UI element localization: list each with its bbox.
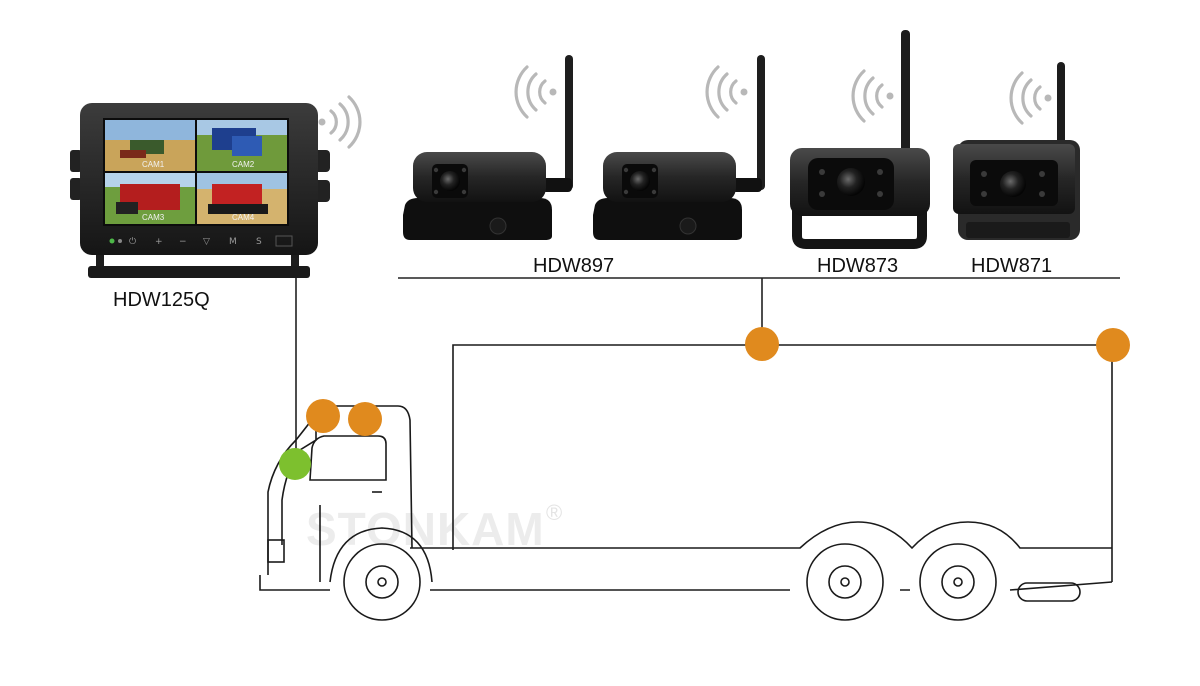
camera-hdw897-b (593, 55, 765, 240)
power-led (109, 238, 115, 244)
hdw873-model-label: HDW873 (817, 255, 898, 277)
camera-base (593, 198, 742, 240)
screen-quadrant-cam1: CAM1 (105, 120, 195, 171)
antenna-base (732, 178, 762, 192)
antenna-base (542, 178, 572, 192)
monitor-hdw125q: CAM1 CAM2 CAM3 CAM4 ⏻ (70, 95, 362, 278)
camera-mount-point-cab-left (306, 399, 340, 433)
antenna (901, 30, 910, 165)
menu-button[interactable]: M (229, 237, 237, 247)
watermark-brand: STONKAM (306, 503, 545, 555)
knob-left-bottom (70, 178, 82, 200)
connector (679, 217, 697, 235)
front-bumper (259, 575, 330, 591)
screen-quadrant-cam4: CAM4 (197, 173, 287, 224)
cam2-label: CAM2 (232, 160, 255, 169)
camera-lens (630, 171, 650, 191)
minus-button[interactable]: − (179, 237, 187, 247)
chassis-bottom (430, 581, 1113, 591)
watermark-registered-mark: ® (546, 500, 562, 525)
antenna (757, 55, 765, 190)
hdw897-model-label: HDW897 (533, 255, 614, 277)
camera-wifi-icon (705, 65, 748, 119)
monitor-bracket-base (88, 266, 310, 278)
chassis-top (410, 521, 1112, 550)
camera-mount-point-cab-right (348, 402, 382, 436)
camera-wifi-icon (851, 69, 894, 123)
camera-wifi-icon (514, 65, 557, 119)
camera-mount-point-trailer-mid (745, 327, 779, 361)
rear-wheel-1 (806, 543, 884, 621)
camera-hdw897-a (403, 55, 573, 240)
mount-bracket (792, 180, 927, 249)
plus-button[interactable]: + (155, 237, 163, 247)
knob-left-top (70, 150, 82, 172)
screen-quadrant-cam3: CAM3 (105, 173, 195, 224)
light-sensor (118, 239, 122, 243)
headlight (267, 539, 285, 563)
monitor-model-label: HDW125Q (113, 289, 210, 311)
rear-wheel-2 (919, 543, 997, 621)
camera-base (966, 222, 1070, 238)
monitor-wifi-icon (318, 95, 362, 149)
antenna (1057, 62, 1065, 157)
camera-lens (440, 171, 460, 191)
camera-base (403, 198, 552, 240)
cam3-label: CAM3 (142, 213, 165, 222)
camera-lens (1000, 171, 1026, 197)
hdw871-model-label: HDW871 (971, 255, 1052, 277)
camera-lens (837, 168, 865, 196)
fuel-tank (1017, 582, 1081, 602)
monitor-mount-point (279, 448, 311, 480)
connector (489, 217, 507, 235)
cab-window (309, 435, 387, 481)
camera-hdw873 (790, 30, 930, 249)
cam1-label: CAM1 (142, 160, 165, 169)
screen-quadrant-cam2: CAM2 (197, 120, 287, 171)
cam4-label: CAM4 (232, 213, 255, 222)
front-wheel (343, 543, 421, 621)
trailer-box (452, 344, 1113, 582)
camera-hdw871 (953, 62, 1080, 240)
monitor-bracket-right (291, 238, 299, 274)
truck-outline (259, 344, 1113, 621)
monitor-bracket-left (96, 238, 104, 274)
speaker-grille (275, 235, 293, 247)
down-button[interactable]: ▽ (203, 237, 210, 247)
camera-mount-point-trailer-rear (1096, 328, 1130, 362)
front-wheel-arch (329, 527, 433, 583)
camera-wifi-icon (1009, 71, 1052, 125)
power-button[interactable]: ⏻ (129, 236, 136, 247)
select-button[interactable]: S (256, 237, 262, 247)
antenna (565, 55, 573, 190)
